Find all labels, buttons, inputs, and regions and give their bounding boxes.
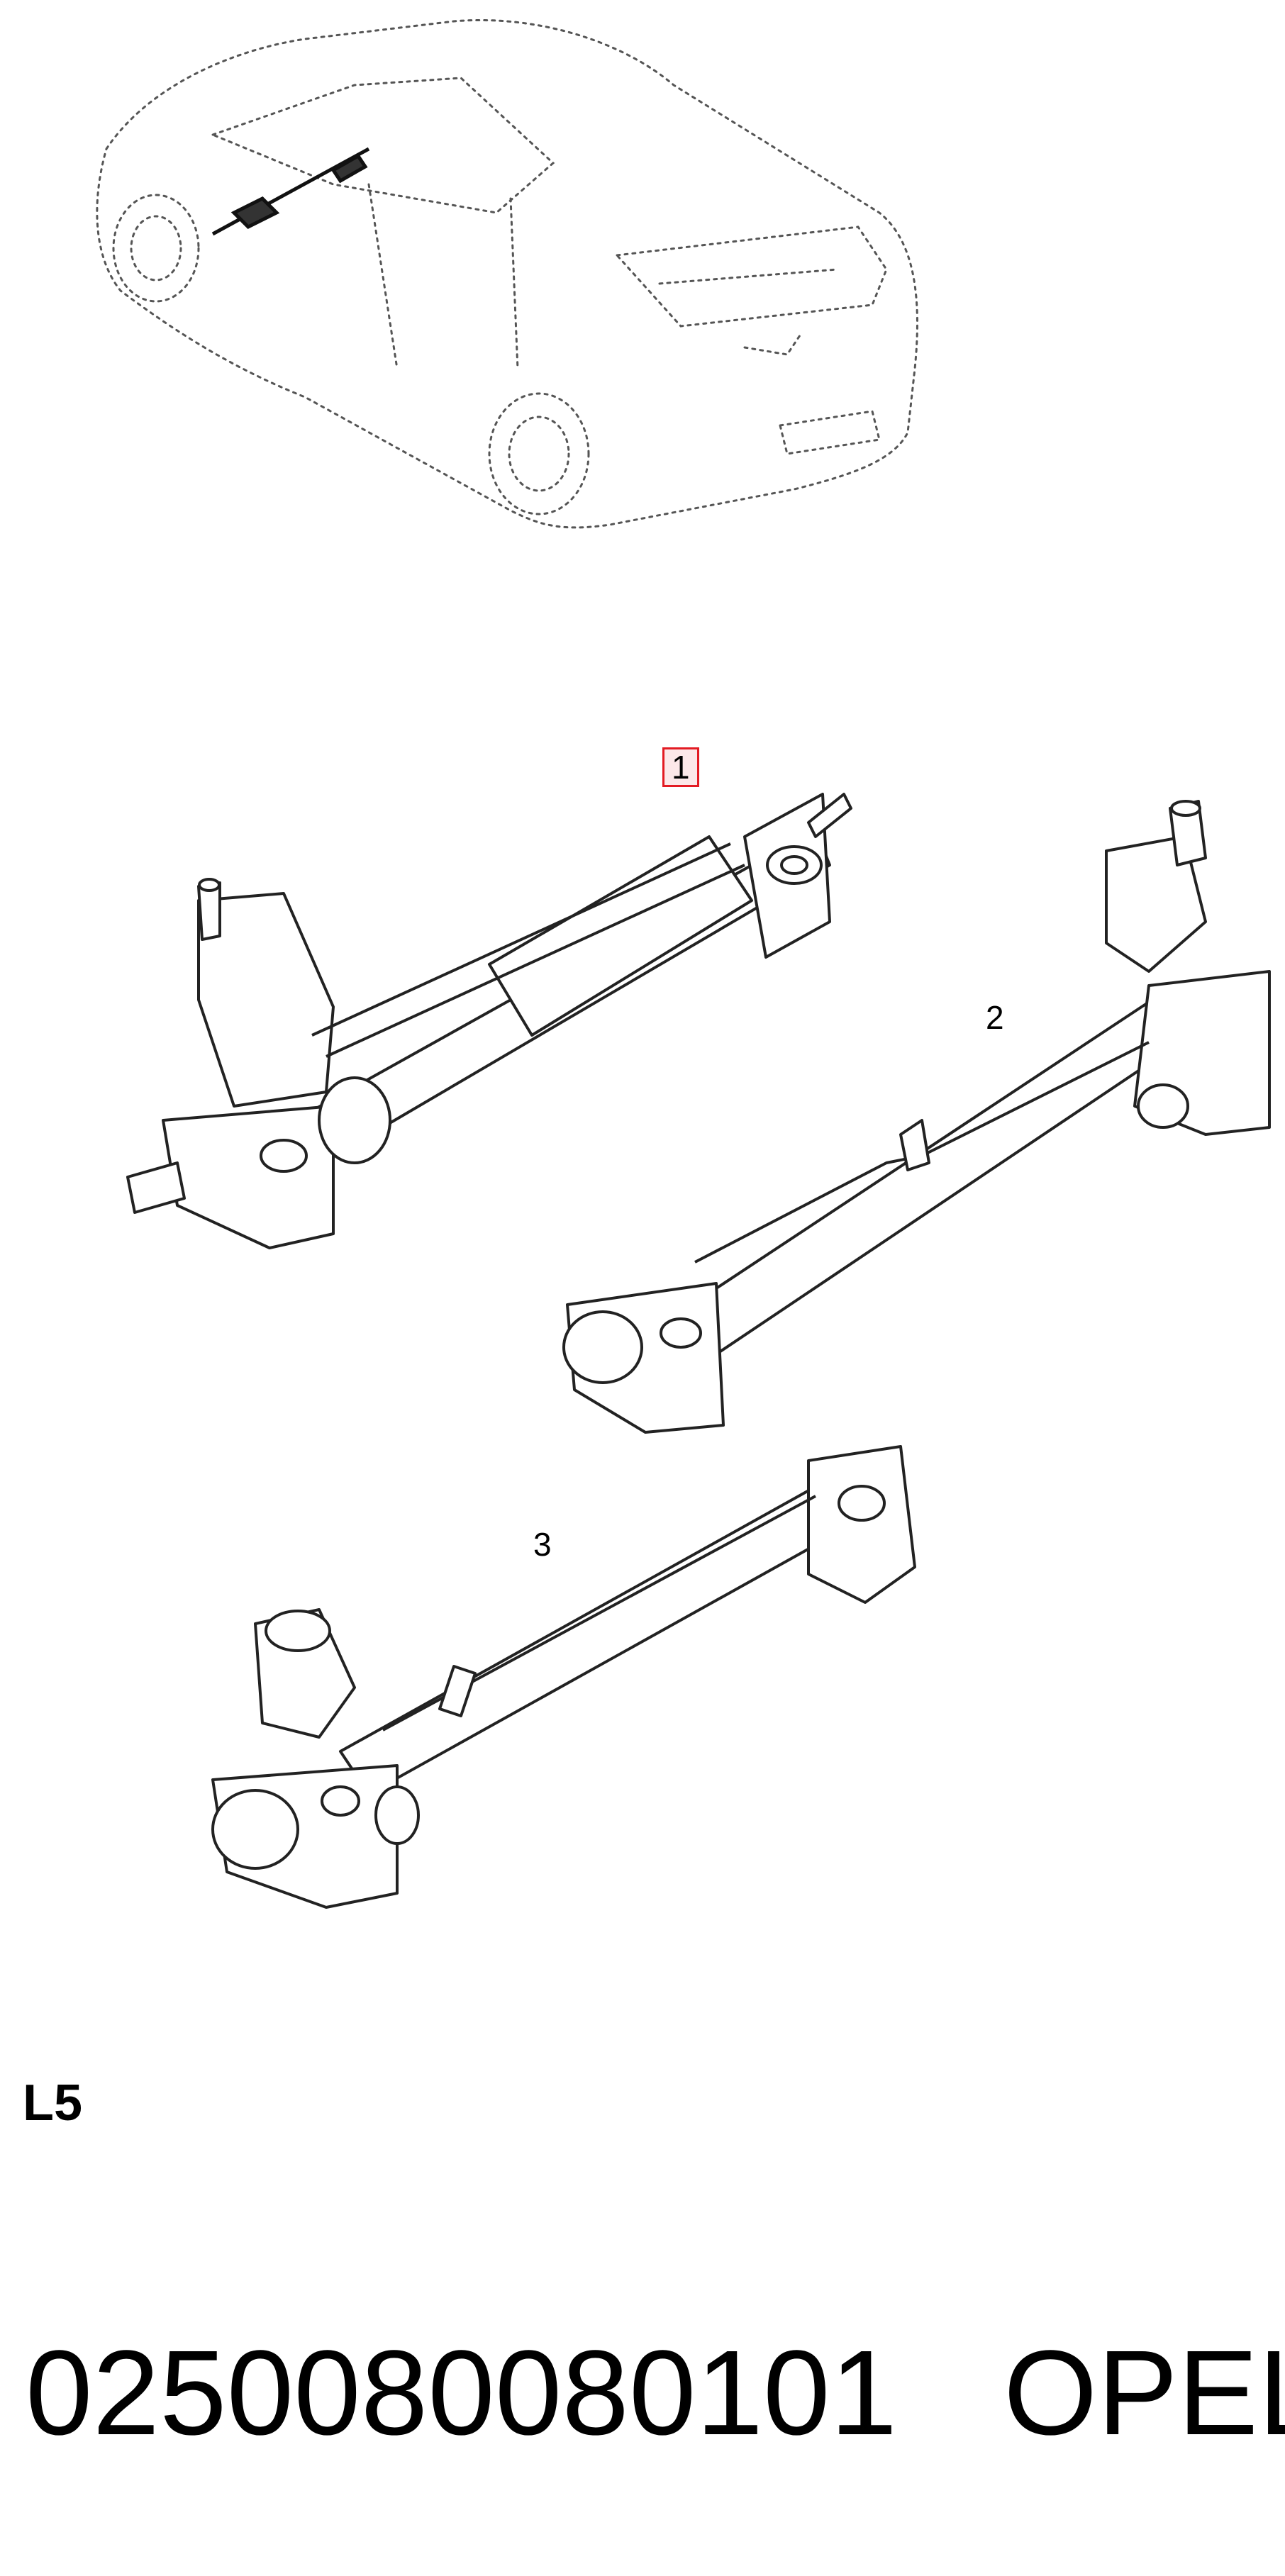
steering-rack-3-illustration (211, 1445, 916, 1909)
callout-part-3[interactable]: 3 (533, 1526, 552, 1563)
footer: 0250080080101OPEL (26, 2333, 1285, 2453)
variant-code: L5 (23, 2075, 83, 2131)
callout-part-1[interactable]: 1 (662, 747, 699, 787)
vehicle-rack-highlight-illustration (211, 147, 370, 236)
steering-rack-2-illustration (562, 800, 1271, 1434)
brand-name: OPEL (1003, 2326, 1285, 2460)
steering-rack-1-illustration (126, 793, 852, 1249)
vehicle-overview-illustration (96, 18, 918, 529)
part-number: 0250080080101 (26, 2326, 898, 2460)
callout-part-2[interactable]: 2 (986, 999, 1004, 1036)
